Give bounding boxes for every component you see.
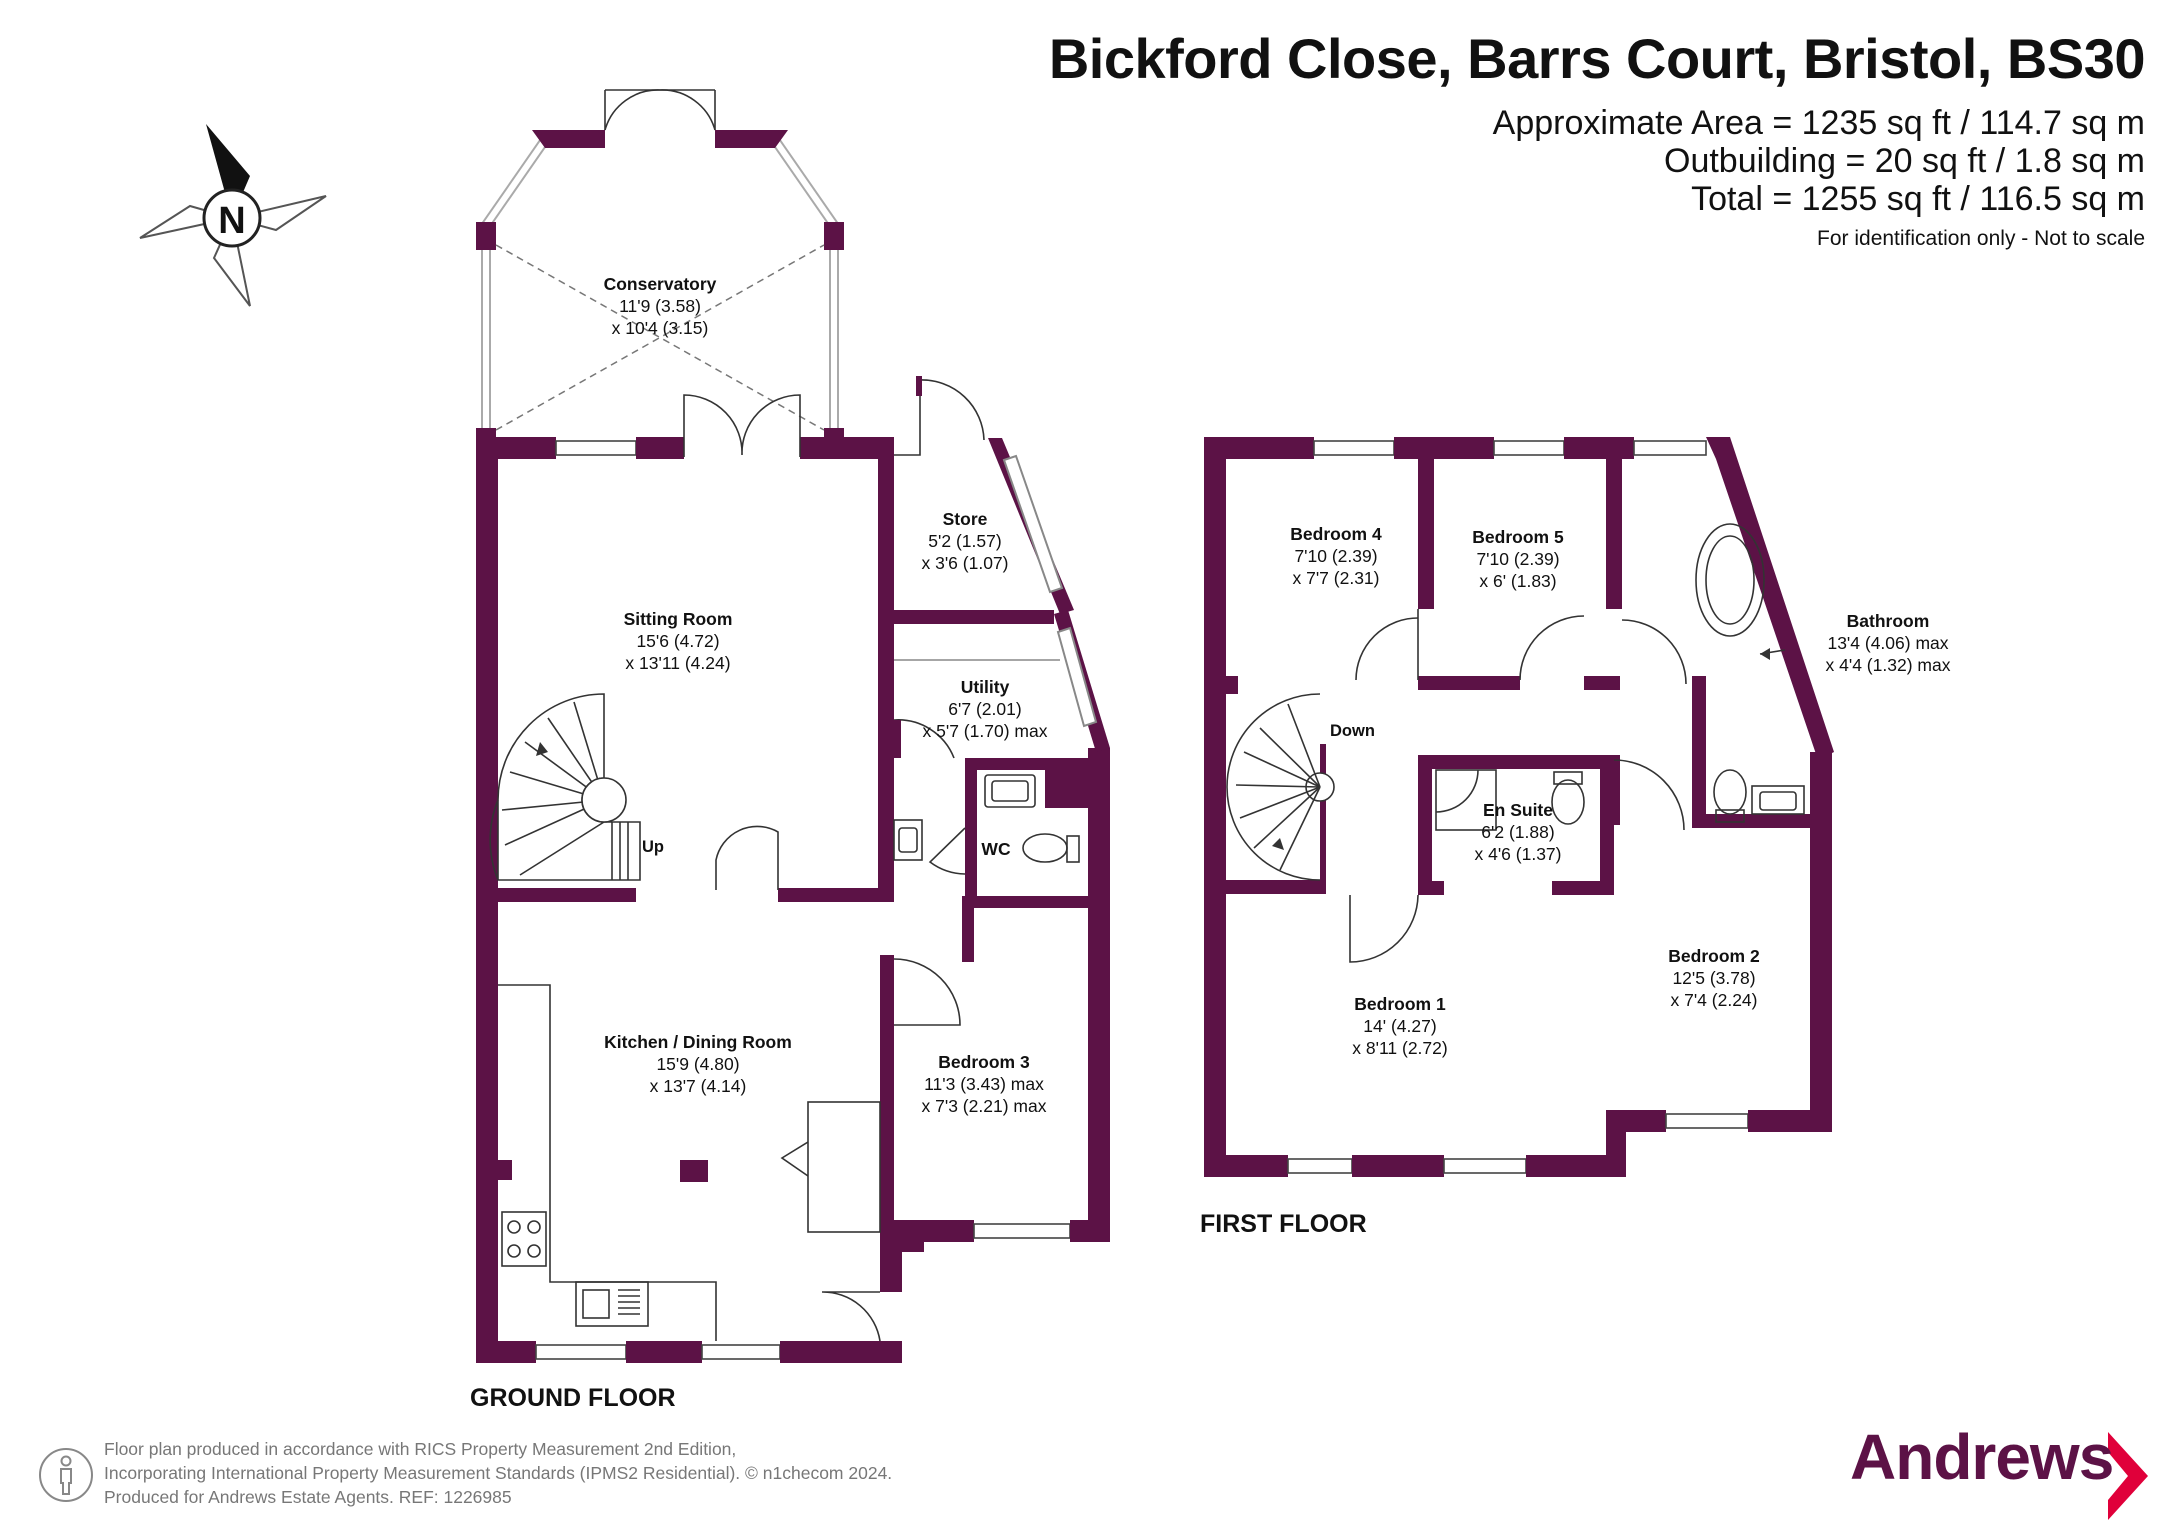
- room-dim-bedroom-4-2: x 7'7 (2.31): [1293, 568, 1380, 588]
- room-name-sitting-room: Sitting Room: [624, 609, 733, 629]
- room-dim-store-1: 5'2 (1.57): [928, 531, 1001, 551]
- stairs-down-label: Down: [1330, 722, 1375, 740]
- compass-icon: N: [139, 124, 327, 307]
- approximate-area: Approximate Area = 1235 sq ft / 114.7 sq…: [1492, 104, 2145, 142]
- total-area: Total = 1255 sq ft / 116.5 sq m: [1691, 180, 2145, 218]
- person-icon: [39, 1448, 93, 1502]
- room-name-bedroom-1: Bedroom 1: [1354, 994, 1446, 1014]
- first-floor-plan: [1204, 437, 1834, 1177]
- room-name-bathroom: Bathroom: [1847, 611, 1930, 631]
- footer-line-2: Incorporating International Property Mea…: [104, 1463, 893, 1483]
- room-dim-bathroom-2: x 4'4 (1.32) max: [1826, 655, 1951, 675]
- room-dim-utility-2: x 5'7 (1.70) max: [923, 721, 1048, 741]
- brand-arrow-icon: [2108, 1432, 2148, 1520]
- property-title: Bickford Close, Barrs Court, Bristol, BS…: [1048, 27, 2146, 90]
- room-name-en-suite: En Suite: [1483, 800, 1553, 820]
- room-dim-en-suite-2: x 4'6 (1.37): [1475, 844, 1562, 864]
- room-dim-sitting-room-1: 15'6 (4.72): [636, 631, 719, 651]
- room-dim-bedroom-1-2: x 8'11 (2.72): [1352, 1038, 1447, 1058]
- room-name-conservatory: Conservatory: [604, 274, 717, 294]
- kitchen-fittings: [498, 984, 881, 1341]
- room-name-bedroom-2: Bedroom 2: [1668, 946, 1760, 966]
- room-dim-bedroom-3-2: x 7'3 (2.21) max: [922, 1096, 1047, 1116]
- room-name-bedroom-3: Bedroom 3: [938, 1052, 1030, 1072]
- room-name-utility: Utility: [961, 677, 1010, 697]
- room-name-bedroom-5: Bedroom 5: [1472, 527, 1564, 547]
- stairs-up-label: Up: [642, 838, 664, 856]
- room-dim-utility-1: 6'7 (2.01): [948, 699, 1021, 719]
- room-dim-conservatory-2: x 10'4 (3.15): [612, 318, 709, 338]
- room-dim-bedroom-2-2: x 7'4 (2.24): [1671, 990, 1758, 1010]
- room-name-store: Store: [943, 509, 988, 529]
- first-stairs: [1226, 693, 1335, 881]
- first-floor-walls: [1204, 437, 1834, 1177]
- room-dim-sitting-room-2: x 13'11 (4.24): [625, 653, 730, 673]
- outbuilding-area: Outbuilding = 20 sq ft / 1.8 sq m: [1664, 142, 2145, 180]
- room-dim-en-suite-1: 6'2 (1.88): [1481, 822, 1554, 842]
- ground-stairs: [489, 693, 641, 881]
- footer-line-3: Produced for Andrews Estate Agents. REF:…: [104, 1487, 512, 1507]
- room-dim-conservatory-1: 11'9 (3.58): [619, 296, 701, 316]
- ground-floor-labels: Conservatory 11'9 (3.58) x 10'4 (3.15) S…: [470, 274, 1048, 1412]
- footer-notes: Floor plan produced in accordance with R…: [104, 1437, 892, 1509]
- conservatory-outline: [476, 89, 844, 448]
- room-name-wc: WC: [981, 839, 1011, 859]
- room-dim-kitchen-dining-2: x 13'7 (4.14): [650, 1076, 747, 1096]
- first-floor-labels: Bedroom 4 7'10 (2.39) x 7'7 (2.31) Bedro…: [1200, 524, 1951, 1238]
- room-dim-bedroom-2-1: 12'5 (3.78): [1672, 968, 1755, 988]
- disclaimer: For identification only - Not to scale: [1817, 227, 2145, 250]
- room-dim-bedroom-4-1: 7'10 (2.39): [1294, 546, 1377, 566]
- ground-floor-title: GROUND FLOOR: [470, 1384, 676, 1412]
- room-dim-bedroom-5-2: x 6' (1.83): [1479, 571, 1556, 591]
- first-floor-title: FIRST FLOOR: [1200, 1210, 1367, 1238]
- brand-logo: Andrews: [1850, 1421, 2114, 1493]
- room-dim-bathroom-1: 13'4 (4.06) max: [1827, 633, 1948, 653]
- room-dim-bedroom-1-1: 14' (4.27): [1363, 1016, 1436, 1036]
- ground-floor-plan: [476, 89, 1110, 1363]
- footer-line-1: Floor plan produced in accordance with R…: [104, 1439, 737, 1459]
- room-dim-bedroom-5-1: 7'10 (2.39): [1476, 549, 1559, 569]
- room-dim-bedroom-3-1: 11'3 (3.43) max: [924, 1074, 1044, 1094]
- ground-floor-walls: [476, 376, 1110, 1363]
- room-dim-store-2: x 3'6 (1.07): [922, 553, 1009, 573]
- compass-north-label: N: [218, 200, 245, 242]
- room-name-bedroom-4: Bedroom 4: [1290, 524, 1382, 544]
- room-dim-kitchen-dining-1: 15'9 (4.80): [656, 1054, 739, 1074]
- room-name-kitchen-dining: Kitchen / Dining Room: [604, 1032, 792, 1052]
